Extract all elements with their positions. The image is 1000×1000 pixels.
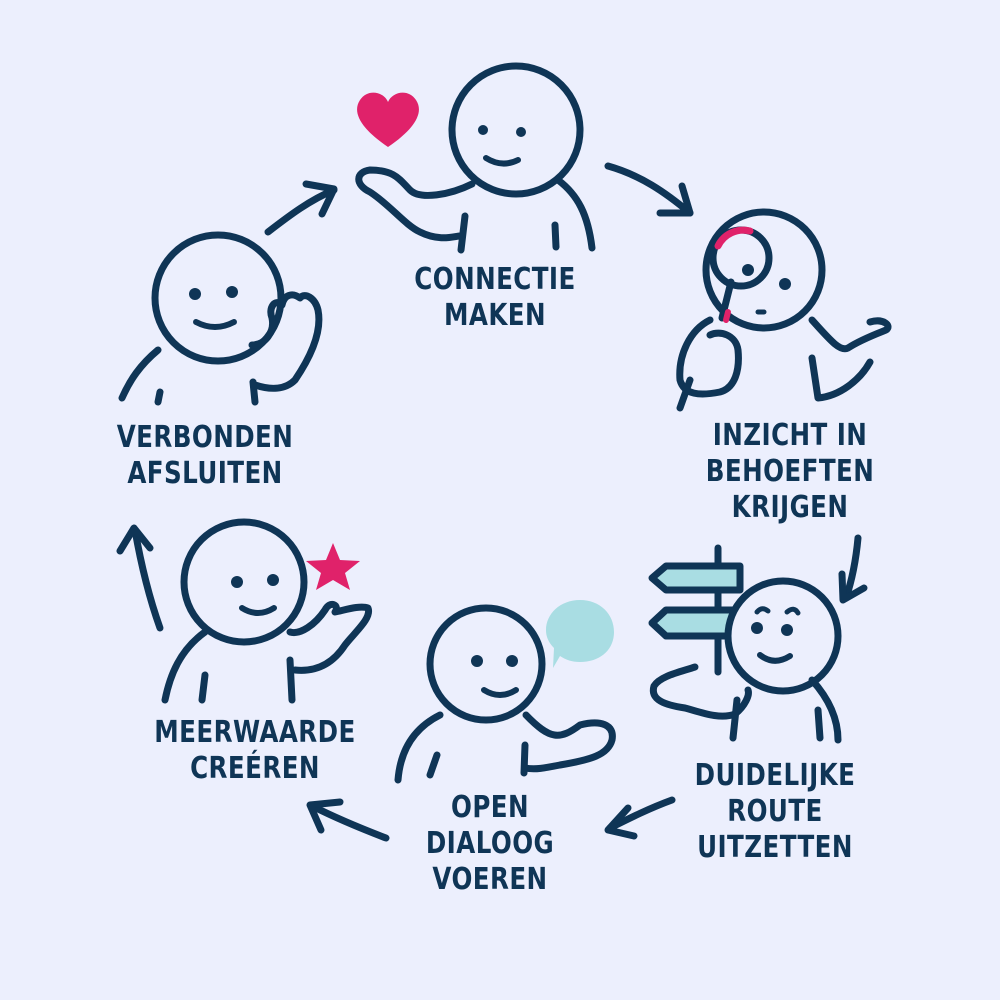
step-label-meerwaarde: MEERWAARDE CREÉREN (148, 715, 361, 787)
heart-icon (357, 92, 419, 147)
label-line: CREÉREN (190, 751, 320, 786)
arrow-dialoog-to-meerwaarde (306, 798, 390, 842)
label-line: VOEREN (432, 862, 548, 897)
label-line: VERBONDEN (116, 420, 294, 455)
signpost-icon (648, 562, 744, 594)
label-line: DUIDELIJKE (694, 758, 856, 793)
label-line: AFSLUITEN (127, 456, 283, 491)
arrow-connectie-to-inzicht (604, 162, 694, 217)
label-line: BEHOEFTEN (705, 454, 875, 489)
label-line: DIALOOG (425, 826, 555, 861)
star-icon (306, 543, 360, 590)
label-line: CONNECTIE (414, 262, 576, 297)
figure-inzicht (676, 208, 892, 412)
figure-meerwaarde (161, 518, 373, 704)
arrow-meerwaarde-to-verbonden (116, 524, 164, 632)
cycle-arrows (116, 162, 868, 842)
label-line: ROUTE (727, 794, 823, 829)
label-line: KRIJGEN (731, 490, 849, 525)
step-label-dialoog: OPEN DIALOOG VOEREN (416, 790, 564, 898)
figure-connectie (355, 62, 596, 254)
label-line: MAKEN (443, 298, 547, 333)
figure-route (648, 544, 842, 744)
label-line: INZICHT IN (712, 418, 868, 453)
speech-bubble-icon (546, 600, 614, 668)
label-line: UITZETTEN (697, 830, 853, 865)
label-line: OPEN (451, 790, 529, 825)
label-line: MEERWAARDE (154, 715, 356, 750)
step-label-verbonden: VERBONDEN AFSLUITEN (115, 420, 295, 492)
arrow-inzicht-to-route (838, 534, 868, 604)
figure-verbonden (118, 231, 323, 406)
step-label-route: DUIDELIJKE ROUTE UITZETTEN (685, 758, 865, 866)
step-label-inzicht: INZICHT IN BEHOEFTEN KRIJGEN (700, 418, 880, 526)
figure-dialoog (394, 600, 616, 784)
arrow-verbonden-to-connectie (264, 180, 338, 236)
step-label-connectie: CONNECTIE MAKEN (409, 262, 581, 334)
arrow-route-to-dialoog (604, 796, 676, 840)
